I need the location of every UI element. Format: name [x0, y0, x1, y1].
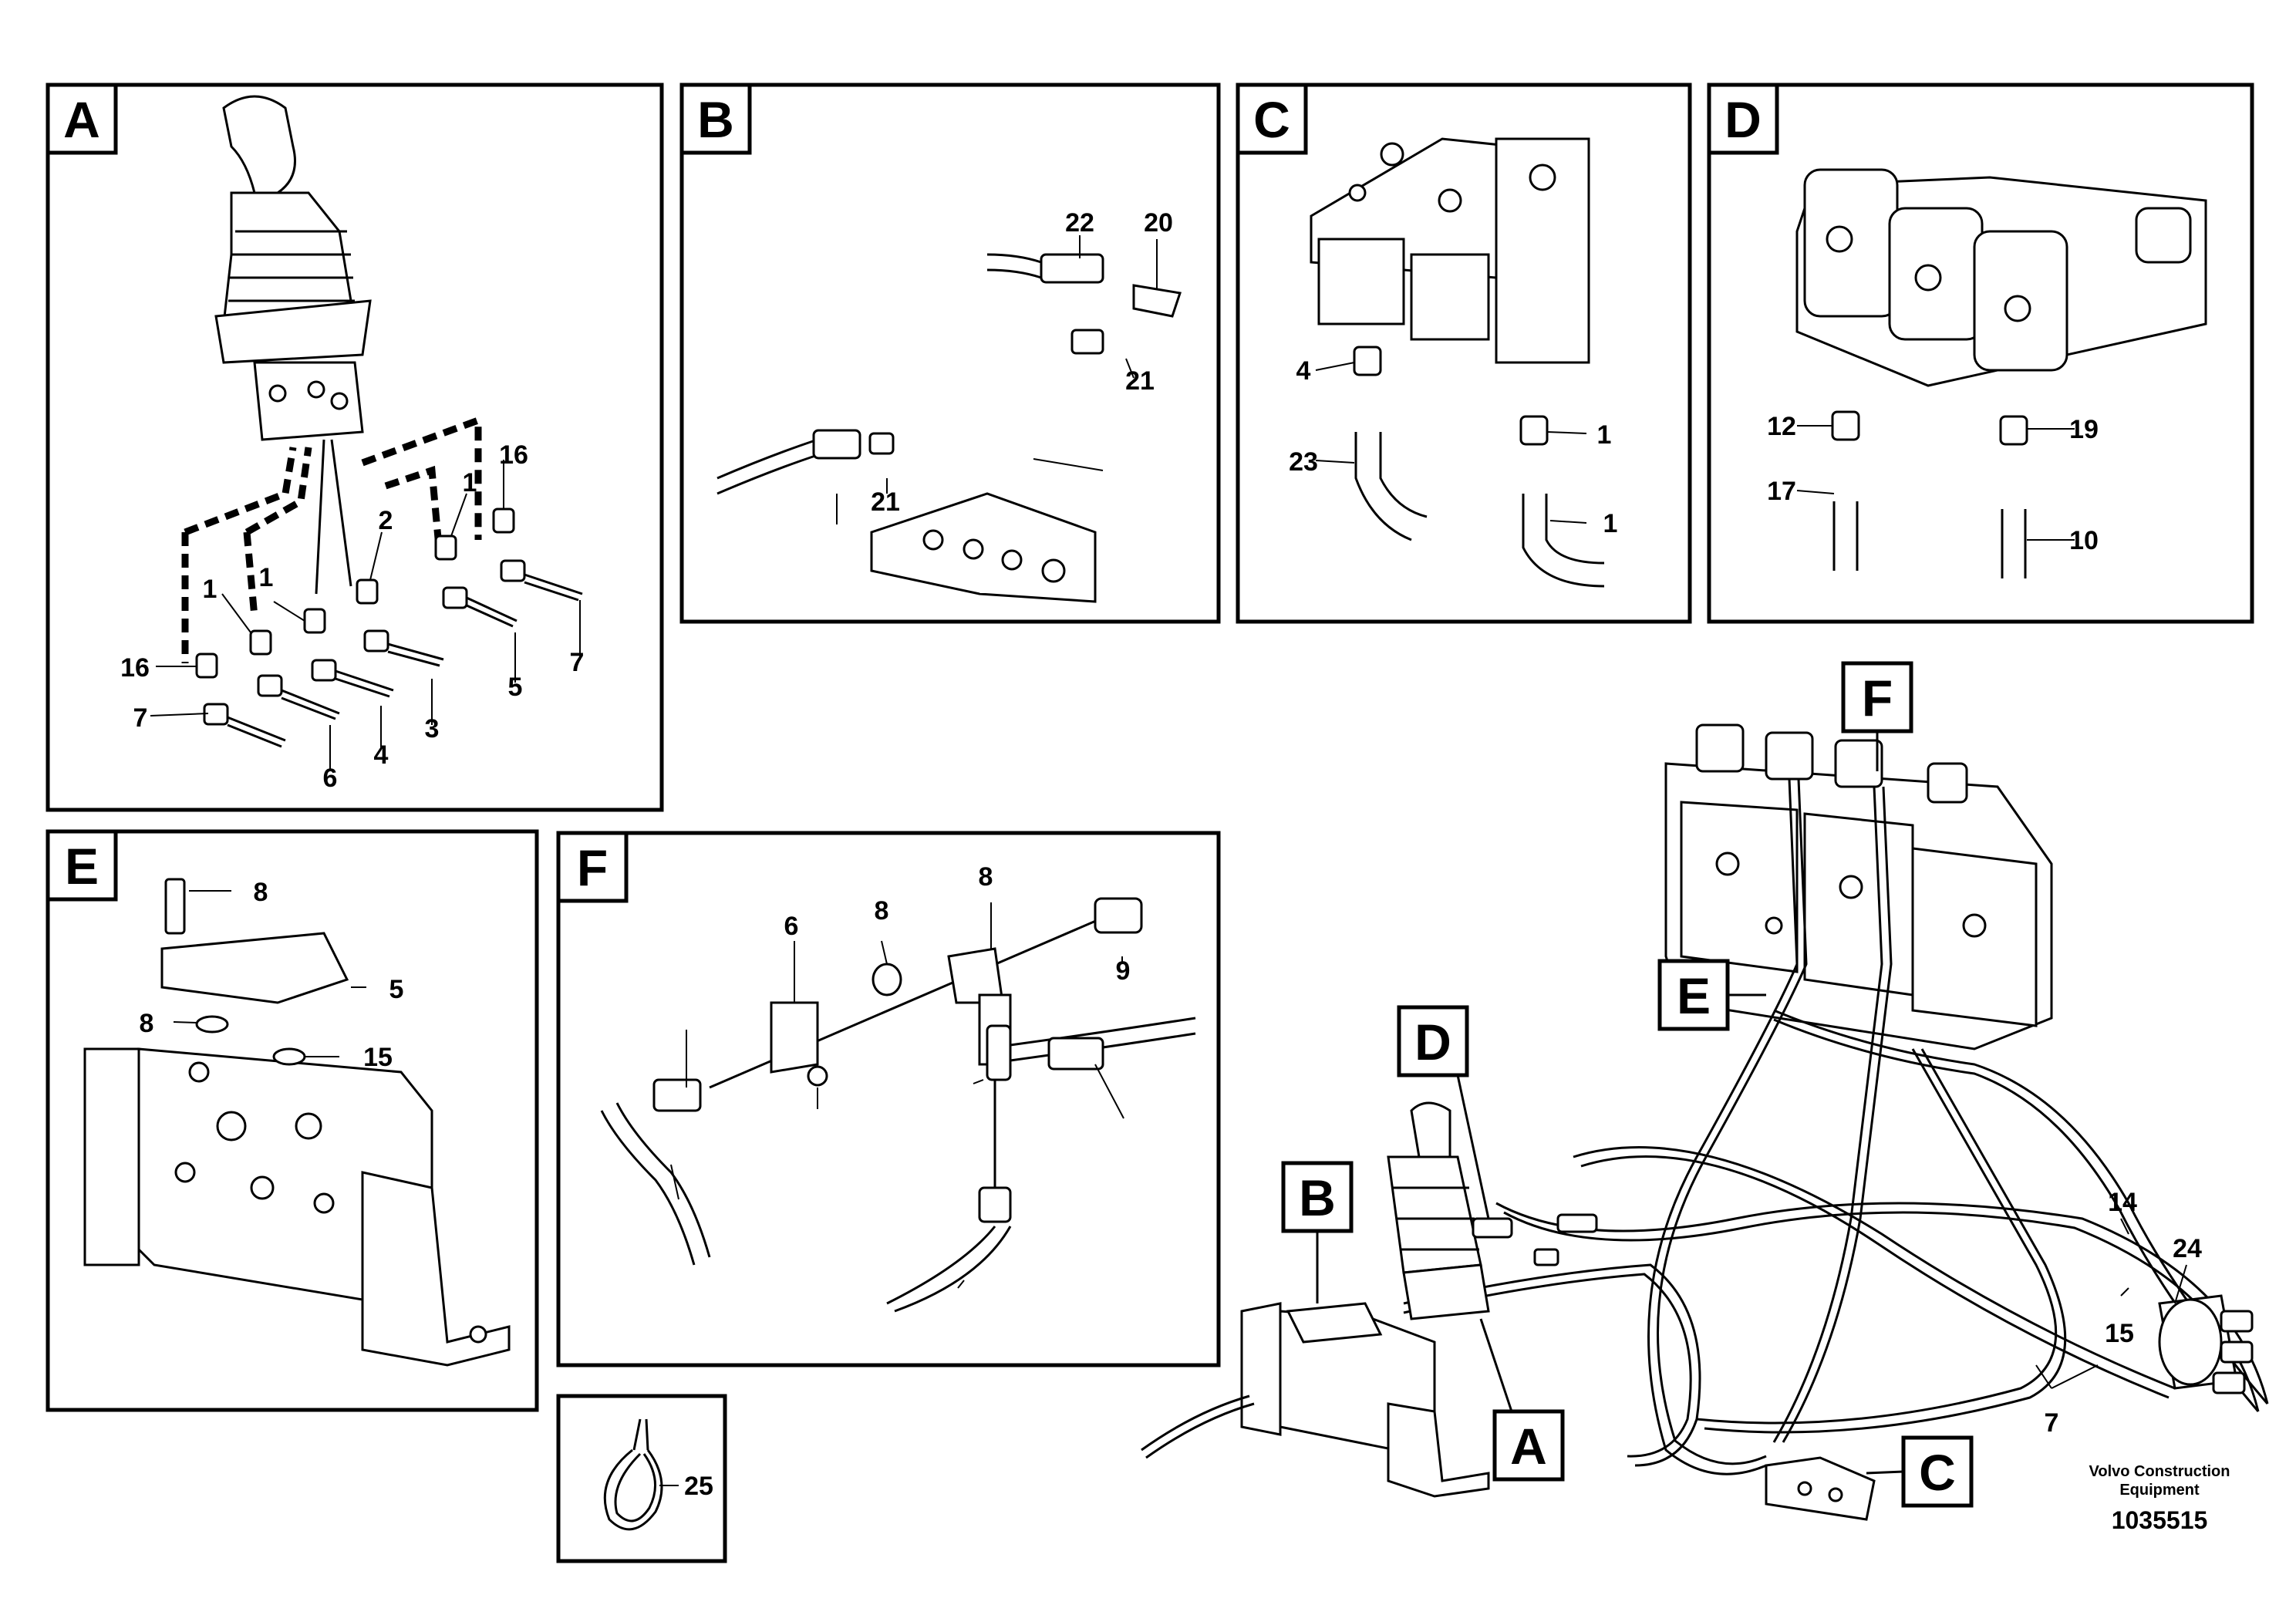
callout-number: 1	[463, 468, 477, 497]
callout-number: 6	[784, 912, 799, 941]
panel-b-numbers: 8 5 8 15	[140, 878, 404, 1072]
callout-number: 8	[254, 878, 268, 907]
valve-block-f	[1795, 168, 2207, 387]
pedal-unit	[2158, 1294, 2254, 1394]
callout-a: A	[1510, 1418, 1547, 1475]
callout-number: 1	[203, 575, 217, 604]
callout-number: 4	[374, 740, 389, 770]
overview-tee	[1472, 1213, 1598, 1266]
panel-d-numbers: 8 6 8 9	[784, 862, 1131, 986]
overview-assembly: F E D B A C 14 24 15 7	[1141, 661, 2269, 1521]
panel-cable-tie: 25	[556, 1394, 727, 1563]
callout-number: 3	[425, 714, 440, 744]
callout-number: 8	[875, 896, 889, 926]
joystick-illustration	[214, 95, 372, 441]
cable-tie-illustration	[603, 1418, 663, 1531]
callout-number: 6	[323, 764, 338, 793]
overview-numbers: 14 24 15 7	[2045, 1188, 2202, 1438]
callout-number: 8	[979, 862, 993, 892]
callout-number: 7	[133, 703, 148, 733]
panel-e-label: C	[1253, 91, 1290, 148]
overview-joystick	[1387, 1101, 1490, 1320]
callout-b: B	[1299, 1169, 1336, 1226]
panel-c: B 22 20 21 21	[679, 83, 1221, 624]
overview-bracket	[1141, 1302, 1490, 1498]
panel-b-label: E	[65, 838, 99, 895]
panel-d-label: F	[577, 839, 608, 896]
callout-number: 8	[140, 1009, 154, 1038]
overview-callouts: F E D B A C	[1281, 661, 1974, 1508]
panel-d: F 8 6 8 9	[556, 831, 1221, 1367]
callout-number: 15	[363, 1043, 393, 1072]
panel-e-numbers: 4 23 1 1	[1289, 356, 1617, 538]
callout-f: F	[1862, 669, 1893, 727]
callout-number: 12	[1767, 412, 1796, 441]
callout-number: 5	[389, 975, 404, 1004]
bracket-assembly	[83, 932, 511, 1367]
callout-number: 2	[379, 506, 393, 535]
manifold-block	[870, 492, 1097, 603]
callout-number: 9	[1116, 956, 1131, 986]
panel-c-numbers: 22 20 21 21	[871, 208, 1173, 517]
footer: Volvo Construction Equipment 1035515	[2089, 1463, 2230, 1534]
callout-number: 4	[1296, 356, 1311, 386]
fitting-group-a	[195, 508, 583, 748]
callout-number: 25	[684, 1472, 713, 1501]
callout-number: 14	[2108, 1188, 2137, 1217]
panel-b: E 8 5 8 15	[46, 829, 539, 1412]
callout-number: 23	[1289, 447, 1318, 477]
brand-line-1: Volvo Construction	[2089, 1463, 2230, 1480]
callout-c: C	[1919, 1444, 1956, 1501]
panel-a-label: A	[63, 91, 100, 148]
callout-number: 21	[871, 487, 900, 517]
callout-number: 1	[1603, 509, 1618, 538]
callout-number: 17	[1767, 477, 1796, 506]
callout-number: 7	[2045, 1408, 2059, 1438]
callout-number: 15	[2105, 1319, 2134, 1348]
panel-a: A	[46, 83, 664, 812]
panel-f: D 12 17 19 10	[1707, 83, 2254, 624]
panel-a-numbers: 16 1 2 1 1 16 7 6 4 3 5 7	[120, 440, 584, 793]
callout-number: 21	[1125, 366, 1155, 396]
callout-number: 16	[499, 440, 528, 470]
brand-line-2: Equipment	[2119, 1482, 2200, 1499]
callout-number: 1	[259, 563, 274, 592]
callout-number: 22	[1065, 208, 1094, 238]
valve-block-e	[1310, 137, 1590, 364]
overview-block-c	[1765, 1456, 1876, 1521]
panel-f-label: D	[1725, 91, 1762, 148]
callout-number: 10	[2069, 526, 2099, 555]
callout-number: 5	[508, 673, 523, 702]
panel-e: C 4 23 1 1	[1236, 83, 1692, 624]
callout-number: 16	[120, 653, 150, 683]
drawing-number: 1035515	[2112, 1506, 2208, 1534]
callout-number: 7	[570, 648, 585, 677]
callout-e: E	[1677, 967, 1711, 1024]
callout-number: 1	[1597, 420, 1612, 450]
callout-number: 19	[2069, 415, 2099, 444]
panel-c-label: B	[697, 91, 734, 148]
control-valve	[1664, 723, 2053, 1050]
panel-f-numbers: 12 17 19 10	[1767, 412, 2099, 555]
callout-number: 24	[2173, 1234, 2202, 1263]
callout-d: D	[1414, 1013, 1451, 1071]
callout-number: 20	[1144, 208, 1173, 238]
tee-fitting-assembly	[600, 897, 1196, 1313]
